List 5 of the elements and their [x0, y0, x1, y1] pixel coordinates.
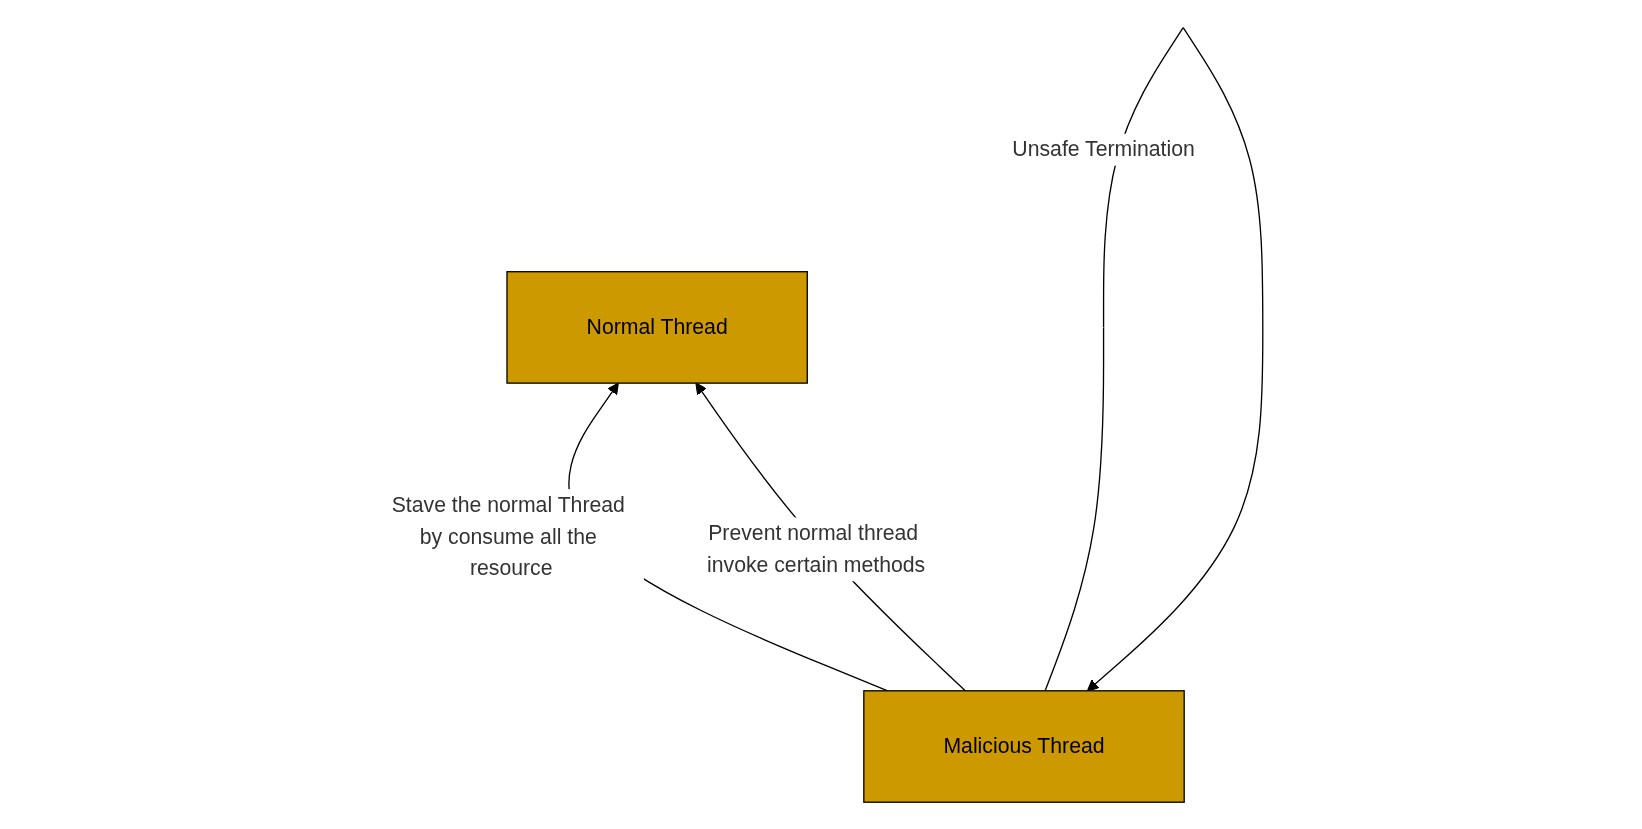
edge-label: Unsafe Termination — [1012, 137, 1196, 160]
node-box: Malicious Thread — [863, 689, 1186, 803]
edge-label: Stave the normal Thread by consume all the resource — [392, 492, 626, 579]
edge-label: Prevent normal thread invoke certain methods — [707, 521, 926, 576]
node-box: Normal Thread — [506, 270, 809, 384]
